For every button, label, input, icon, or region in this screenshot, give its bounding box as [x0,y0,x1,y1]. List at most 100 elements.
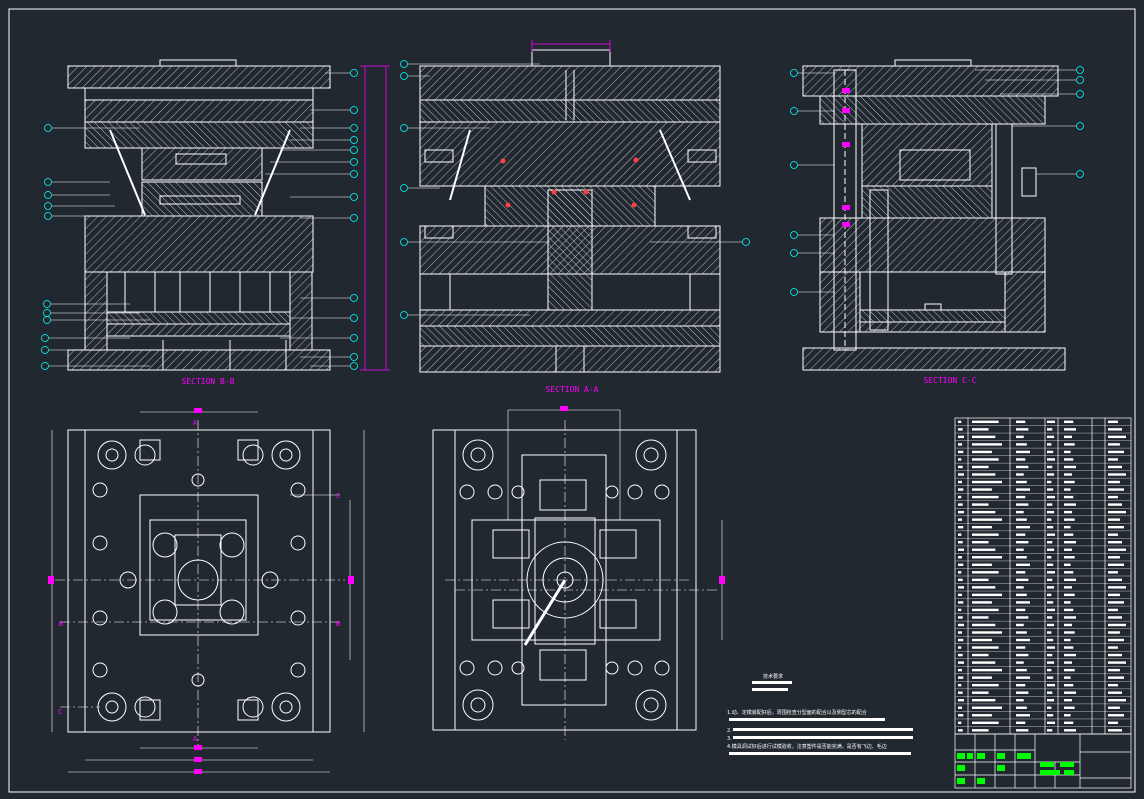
parts-cell-text-bar [1047,699,1055,702]
parts-cell-text-bar [958,548,964,551]
parts-cell-text-bar [1016,458,1026,461]
parts-list-rows [955,420,1131,732]
parts-cell-text-bar [1064,608,1074,612]
parts-cell-text-bar [1016,668,1027,672]
parts-cell-text-bar [958,533,962,536]
parts-cell-text-bar [1047,616,1053,619]
parts-cell-text-bar [1016,638,1030,642]
parts-cell-text-bar [1047,435,1055,439]
parts-cell-text-bar [1064,443,1075,446]
parts-cell-text-bar [1064,616,1076,619]
parts-cell-text-bar [1047,503,1053,506]
parts-cell-text-bar [1016,473,1024,476]
parts-cell-text-bar [972,691,989,694]
parts-cell-text-bar [1108,563,1124,566]
parts-cell-text-bar [958,706,962,709]
parts-cell-text-bar [1047,458,1055,461]
parts-cell-text-bar [1047,586,1055,589]
parts-cell-text-bar [1064,510,1072,514]
parts-cell-text-bar [1016,729,1029,732]
parts-cell-text-bar [958,721,962,724]
parts-cell-text-bar [1064,480,1075,484]
parts-cell-text-bar [1108,556,1120,559]
technical-notes: 技术要求 1.动、定模装配好后，周围检查分型面的配合以及侧型芯的配合 2. 3.… [727,673,913,755]
parts-cell-text-bar [1064,518,1075,521]
notes-line-4-bar [729,752,911,755]
parts-cell-text-bar [1047,661,1055,664]
notes-line-3: 3. [727,736,732,742]
notes-line-1-bar [729,718,885,721]
parts-cell-text-bar [1047,601,1054,604]
parts-cell-text-bar [1108,601,1124,604]
parts-cell-text-bar [958,623,964,627]
parts-cell-text-bar [1064,450,1071,454]
parts-cell-text-bar [972,420,999,424]
parts-cell-text-bar [972,699,996,702]
parts-cell-text-bar [1047,593,1052,597]
parts-cell-text-bar [1047,541,1053,544]
parts-cell-text-bar [1047,638,1054,642]
parts-cell-text-bar [1064,503,1076,506]
parts-cell-text-bar [972,518,1002,521]
parts-cell-text-bar [972,616,989,619]
parts-cell-text-bar [1047,729,1053,732]
parts-cell-text-bar [1064,578,1076,582]
parts-cell-text-bar [1016,631,1027,634]
plan-mark-b-left: B [59,620,63,628]
parts-cell-text-bar [1064,714,1071,717]
parts-cell-text-bar [972,571,999,574]
parts-cell-text-bar [958,518,962,521]
parts-cell-text-bar [972,578,989,582]
parts-cell-text-bar [1108,631,1120,634]
parts-cell-text-bar [1047,691,1053,694]
parts-cell-text-bar [972,729,989,732]
parts-cell-text-bar [1108,495,1118,499]
parts-cell-text-bar [1108,661,1126,664]
parts-cell-text-bar [1047,480,1052,484]
parts-cell-text-bar [958,480,962,484]
parts-cell-text-bar [972,428,989,431]
parts-cell-text-bar [1016,623,1024,627]
parts-cell-text-bar [1064,653,1076,657]
parts-cell-text-bar [972,638,992,642]
parts-cell-text-bar [1016,533,1026,536]
parts-cell-text-bar [1108,458,1118,461]
parts-cell-text-bar [1047,608,1055,612]
section-bb-view [67,59,331,371]
parts-cell-text-bar [1108,714,1124,717]
parts-cell-text-bar [972,683,999,687]
parts-cell-text-bar [958,510,964,514]
parts-cell-text-bar [1047,495,1055,499]
notes-line-3-bar [733,736,913,739]
parts-cell-text-bar [1064,683,1074,687]
parts-cell-text-bar [1016,699,1024,702]
parts-cell-text-bar [1064,533,1074,536]
parts-cell-text-bar [1016,480,1027,484]
parts-cell-text-bar [958,420,962,424]
parts-cell-text-bar [1047,556,1052,559]
parts-cell-text-bar [958,683,962,687]
section-bb-leaders [49,72,350,367]
section-cc-markers [842,88,850,227]
parts-cell-text-bar [1064,623,1072,627]
parts-cell-text-bar [1016,450,1030,454]
parts-cell-text-bar [1064,435,1072,439]
notes-heading-bar-1 [752,681,792,684]
parts-cell-text-bar [1108,593,1120,597]
parts-cell-text-bar [1108,443,1120,446]
parts-cell-text-bar [972,661,996,664]
parts-cell-text-bar [1016,541,1029,544]
parts-cell-text-bar [972,465,989,469]
parts-cell-text-bar [1108,646,1118,649]
parts-cell-text-bar [1108,503,1122,506]
parts-cell-text-bar [1016,586,1024,589]
parts-cell-text-bar [1064,691,1076,694]
parts-cell-text-bar [1108,721,1118,724]
parts-cell-text-bar [1047,631,1052,634]
parts-cell-text-bar [1108,480,1120,484]
parts-cell-text-bar [1047,676,1054,679]
parts-cell-text-bar [958,450,964,454]
parts-cell-text-bar [1016,691,1029,694]
parts-cell-text-bar [1016,443,1027,446]
